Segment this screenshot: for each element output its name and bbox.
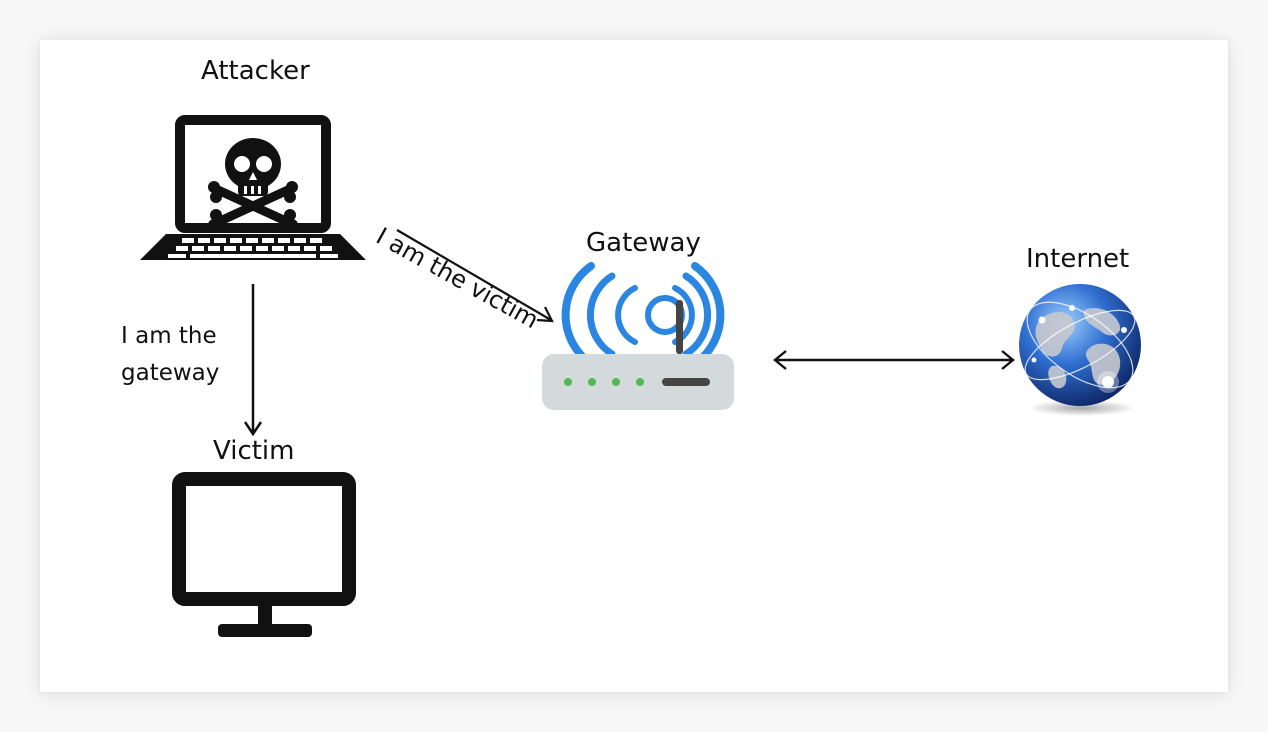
edge-label-line1: I am the xyxy=(121,323,217,349)
wifi-waves-icon xyxy=(561,262,725,368)
edge-label-line2: gateway xyxy=(121,360,220,386)
arrow-gateway-internet xyxy=(773,350,1015,370)
gateway-label: Gateway xyxy=(586,228,701,258)
internet-label: Internet xyxy=(1026,244,1130,274)
attacker-label: Attacker xyxy=(201,56,310,86)
arrow-attacker-to-victim xyxy=(243,284,263,437)
globe-icon xyxy=(1019,284,1141,416)
wifi-router-icon xyxy=(542,262,734,410)
edge-label-attacker-victim: I am the gateway xyxy=(121,318,219,392)
diagram-canvas: Attacker xyxy=(40,40,1228,692)
victim-label: Victim xyxy=(213,436,295,466)
laptop-skull-icon xyxy=(140,115,366,260)
skull-icon xyxy=(208,138,298,231)
arrow-attacker-to-gateway xyxy=(396,229,554,323)
monitor-icon xyxy=(172,472,356,637)
